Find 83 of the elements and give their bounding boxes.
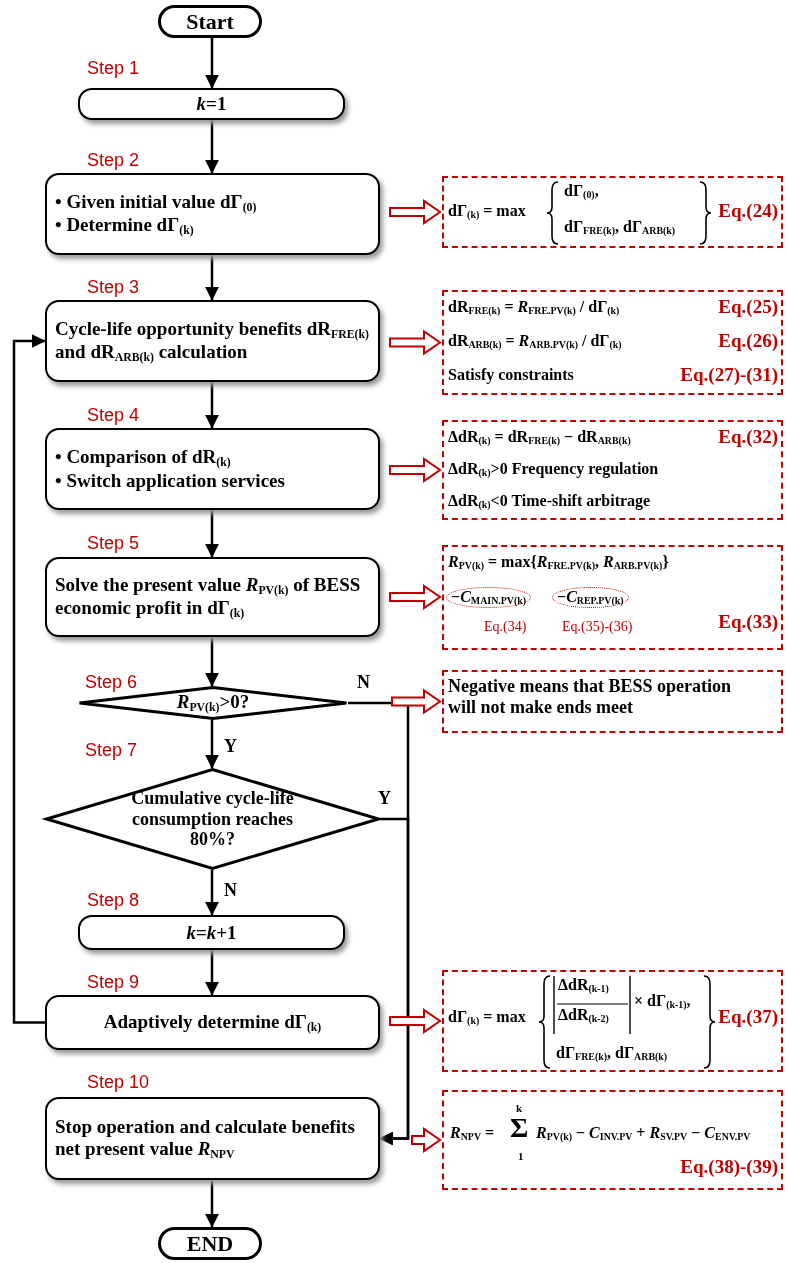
step-text: • Given initial value dΓ$_{(0)}$: [55, 190, 257, 214]
block-arrow: [391, 688, 442, 715]
equation-box: [442, 290, 783, 395]
arrow: [205, 382, 219, 429]
step-text: k=k+1: [186, 921, 237, 944]
terminal-shape: [158, 5, 262, 38]
arrow: [205, 510, 219, 558]
arrow: [205, 1180, 219, 1228]
equation-number: Eq.(25): [718, 296, 778, 318]
step-text: • Switch application services: [55, 469, 285, 492]
arrow: [205, 38, 219, 89]
step-text: • Comparison of dR$_{(k)}$: [55, 446, 231, 470]
equation-number: Eq.(37): [718, 1006, 778, 1028]
equation: ΔdR$_{(k)}$ = dR$_{FRE(k)}$ − dR$_{ARB(k)}$: [448, 428, 631, 447]
block-arrow: [389, 199, 442, 225]
equation-box: [442, 1090, 783, 1190]
terminal-shape: [158, 1227, 262, 1260]
block-arrow: [389, 584, 442, 610]
step-label: Step 6: [85, 672, 138, 693]
step-label: Step 2: [87, 150, 140, 171]
step-label: Step 1: [87, 58, 140, 79]
equation: ΔdR$_{(k)}$<0 Time-shift arbitrage: [448, 492, 651, 511]
arrow: [205, 637, 219, 687]
equation-number: Eq.(26): [718, 330, 778, 352]
equation: × dΓ$_{(k-1)}$,: [634, 992, 691, 1011]
arrow: [12, 334, 46, 1024]
step-text: • Determine dΓ$_{(k)}$: [55, 214, 194, 238]
block-arrow: [389, 1008, 442, 1034]
step-label: Step 9: [87, 972, 140, 993]
terminal-label: END: [186, 1230, 234, 1257]
equation: dΓ$_{FRE(k)}$, dΓ$_{ARB(k)}$: [564, 218, 676, 237]
equation: R$_{NPV}$ =: [450, 1124, 495, 1143]
equation-number: Eq.(34): [484, 619, 527, 636]
step-text: Solve the present value R$_{PV(k)}$ of BESS economic profit in dΓ$_{(k)}$: [55, 573, 362, 621]
arrow: [205, 120, 219, 174]
equation: Satisfy constraints: [448, 366, 574, 385]
equation-number: Eq.(33): [718, 611, 778, 633]
step-text: k=1: [196, 93, 227, 115]
note-text: Negative means that BESS operation will not make ends meet: [448, 676, 732, 718]
step-label: Step 3: [87, 277, 140, 298]
equation: R$_{PV(k)}$ = max{R$_{FRE.PV(k)}$, R$_{ARB.PV(k)}$}: [448, 553, 669, 572]
equation: dΓ$_{FRE(k)}$, dΓ$_{ARB(k)}$: [556, 1044, 668, 1063]
step-label: Step 4: [87, 405, 140, 426]
equation: R$_{PV(k)}$ − C$_{INV.PV}$ + R$_{SV.PV}$ − C$_{ENV.PV}$: [536, 1124, 751, 1143]
step-label: Step 7: [85, 740, 138, 761]
arrow: [379, 817, 410, 1146]
equation: ΔdR$_{(k-1)}$: [558, 976, 609, 995]
equation: dR$_{ARB(k)}$ = R$_{ARB.PV(k)}$ / dΓ$_{(k)}$: [448, 332, 622, 351]
step-label: Step 10: [87, 1072, 150, 1093]
step-text: Stop operation and calculate benefits net present value R$_{NPV}$: [55, 1115, 356, 1162]
equation-box: [442, 420, 783, 520]
arrow: [205, 255, 219, 301]
equation-number: Eq.(32): [718, 426, 778, 448]
equation: dΓ$_{(k)}$ = max: [448, 1008, 526, 1027]
equation-number: Eq.(24): [718, 200, 778, 222]
equation: dR$_{FRE(k)}$ = R$_{FRE.PV(k)}$ / dΓ$_{(k)}$: [448, 298, 620, 317]
decision-text: Cumulative cycle-life consumption reaches 80%?: [130, 787, 295, 851]
terminal-label: Start: [186, 8, 234, 35]
equation: ΔdR$_{(k)}$>0 Frequency regulation: [448, 460, 659, 479]
equation-number: Eq.(27)-(31): [680, 364, 778, 386]
arrow: [205, 950, 219, 996]
equation-box: [442, 545, 783, 650]
equation-box: [442, 176, 783, 248]
step-label: Step 5: [87, 533, 140, 554]
equation-box: [442, 970, 783, 1072]
equation-number: Eq.(35)-(36): [562, 619, 633, 636]
step-label: Step 8: [87, 890, 140, 911]
arrow: [205, 720, 219, 769]
block-arrow: [389, 329, 442, 356]
equation: Σ: [510, 1114, 529, 1142]
step-text: Adaptively determine dΓ$_{(k)}$: [103, 1010, 322, 1035]
equation: k: [516, 1102, 523, 1115]
step-text: Cycle-life opportunity benefits dR$_{FRE(k)}$ and dR$_{ARB(k)}$ calculation: [55, 317, 370, 365]
equation: dΓ$_{(0)}$,: [564, 182, 599, 201]
block-arrow: [411, 1127, 442, 1153]
equation: ΔdR$_{(k-2)}$: [558, 1006, 609, 1025]
decision-text: R$_{PV(k)}$>0?: [176, 691, 250, 715]
equation: dΓ$_{(k)}$ = max: [448, 202, 526, 221]
equation-number: Eq.(38)-(39): [680, 1156, 778, 1178]
note-box: [442, 670, 783, 733]
block-arrow: [389, 457, 442, 483]
arrow: [205, 870, 219, 916]
equation: 1: [518, 1150, 524, 1163]
